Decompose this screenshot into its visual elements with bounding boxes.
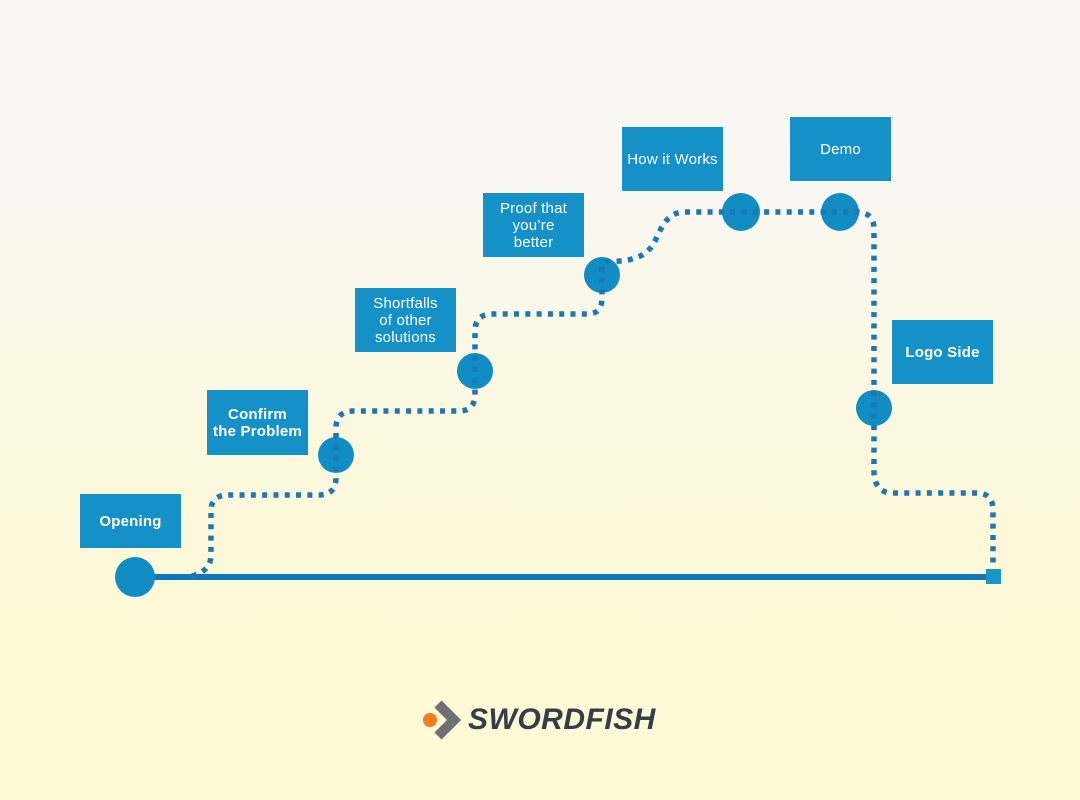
logo-wordmark: SWORDFISH	[468, 703, 656, 736]
step-box-demo: Demo	[790, 117, 891, 181]
orange-dot-chevron-icon	[423, 700, 461, 740]
step-label: Shortfalls of other solutions	[373, 294, 438, 346]
step-box-logo-side: Logo Side	[892, 320, 993, 384]
step-label: Confirm the Problem	[213, 405, 302, 440]
step-box-shortfalls: Shortfalls of other solutions	[355, 288, 456, 352]
swordfish-logo: SWORDFISH	[419, 698, 656, 742]
node-confirm-problem	[318, 437, 354, 473]
step-label: Logo Side	[905, 343, 980, 361]
node-how-it-works	[722, 193, 760, 231]
step-label: Opening	[99, 512, 162, 530]
step-label: Proof that you’re better	[499, 199, 568, 251]
logo-dot	[423, 713, 437, 727]
step-label: Demo	[820, 140, 861, 158]
step-box-confirm-problem: Confirm the Problem	[207, 390, 308, 455]
step-label: How it Works	[627, 150, 718, 168]
step-box-how-it-works: How it Works	[622, 127, 723, 191]
end-marker-square	[986, 569, 1001, 584]
node-demo	[821, 193, 859, 231]
node-opening	[115, 557, 155, 597]
dotted-journey-path	[191, 209, 996, 579]
node-proof-better	[584, 257, 620, 293]
logo-chevron	[434, 700, 461, 740]
step-box-opening: Opening	[80, 494, 181, 548]
step-box-proof-better: Proof that you’re better	[483, 193, 584, 257]
